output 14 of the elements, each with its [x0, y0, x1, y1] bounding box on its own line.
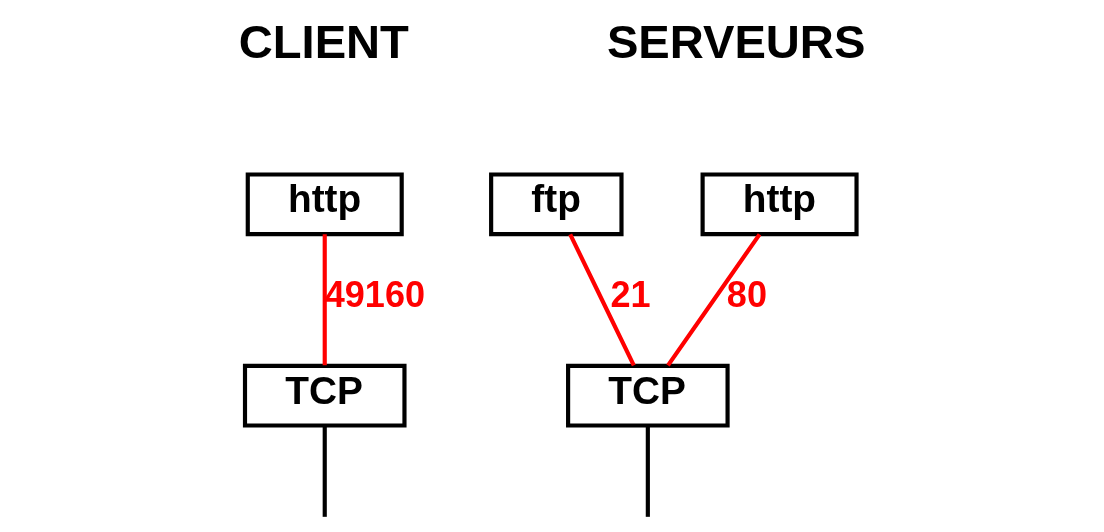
- node-box: ftp: [488, 172, 624, 237]
- node-box: TCP: [565, 363, 730, 428]
- node-box: TCP: [242, 363, 407, 428]
- edge-label: 21: [609, 274, 650, 316]
- connector: [645, 426, 650, 517]
- connector: [567, 233, 636, 367]
- connector: [322, 426, 327, 517]
- connector: [665, 233, 761, 367]
- node-box: http: [245, 172, 404, 237]
- label: SERVEURS: [606, 15, 865, 69]
- edge-label: 80: [726, 274, 767, 316]
- connector: [322, 234, 327, 366]
- label: CLIENT: [238, 15, 409, 69]
- node-box: http: [700, 172, 859, 237]
